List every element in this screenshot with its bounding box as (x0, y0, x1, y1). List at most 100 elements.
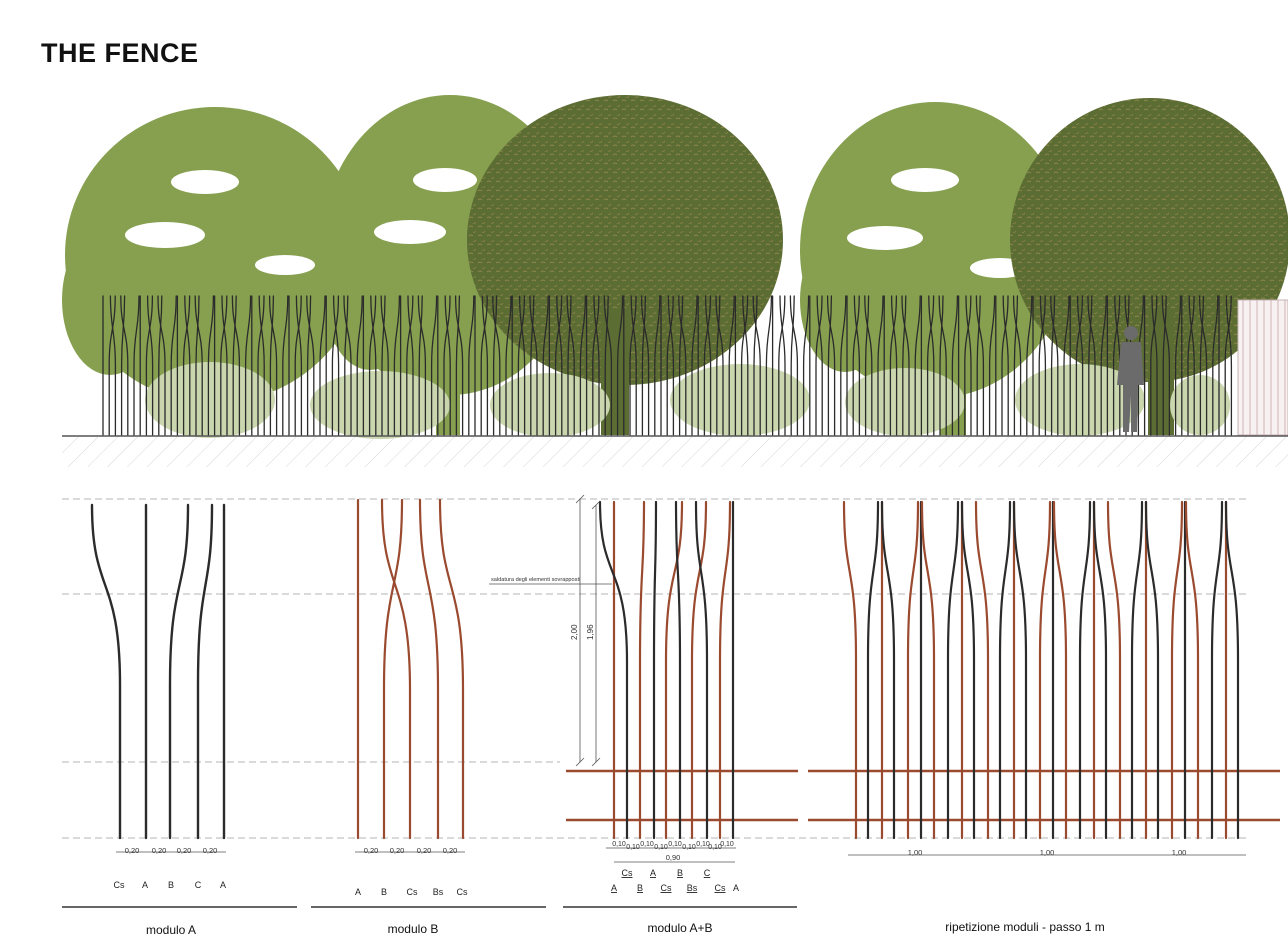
elevation-rod (146, 295, 154, 436)
module-a-rod (168, 503, 190, 840)
elevation-rod (815, 295, 823, 436)
elevation-rod (393, 295, 401, 436)
elevation-rod (1002, 295, 1009, 436)
elevation-rod (988, 295, 996, 436)
elevation-rod (742, 295, 749, 436)
height-total-label: 2,00 (570, 624, 579, 640)
elevation-rod (902, 295, 907, 436)
horizontal-rails (566, 769, 1280, 822)
elevation-rod (1187, 295, 1195, 436)
elevation-rod (1100, 295, 1107, 436)
spacing-label: 0,20 (203, 846, 218, 855)
elevation-rod (790, 295, 795, 436)
elevation-rod (157, 295, 166, 436)
elevation-rod (492, 295, 498, 436)
elevation-rod (753, 295, 758, 436)
elevation-fence (102, 295, 1233, 436)
height-dimensions: 2,00 1,96 saldatura degli elementi sovra… (489, 494, 612, 767)
elevation-rod (207, 295, 215, 436)
rod-type-label: B (168, 880, 174, 890)
spacing-label: 0,10 (626, 844, 640, 851)
elevation-rod (530, 295, 535, 436)
rod-type-label: A (611, 883, 617, 893)
elevation-rod (231, 295, 241, 436)
gate-panel (1237, 299, 1288, 436)
elevation-rod (1112, 295, 1121, 436)
elevation-rod (1174, 295, 1182, 436)
elevation-rod (1224, 295, 1232, 436)
rod-type-label: A (355, 887, 361, 897)
elevation-rod (779, 295, 786, 436)
repeat-rod (866, 500, 880, 840)
elevation-rod (840, 295, 847, 436)
spacing-label: 0,20 (417, 846, 432, 855)
elevation-rod (715, 295, 724, 436)
spacing-label: 0,10 (654, 844, 668, 851)
elevation-rod (380, 295, 389, 436)
elevation-rod (1012, 295, 1022, 436)
spacing-label: 0,10 (668, 841, 682, 848)
elevation-rod (667, 295, 675, 436)
total-width-label: 0,90 (666, 853, 681, 862)
elevation-rod (1161, 295, 1171, 436)
elevation-rod (901, 295, 910, 436)
elevation-rod (965, 295, 972, 436)
elevation-rod (964, 295, 972, 436)
elevation-rod (603, 295, 613, 436)
module-a-rods (90, 503, 226, 840)
elevation-rod (641, 295, 647, 436)
elevation-rod (566, 295, 575, 436)
module-ab-rod (674, 500, 682, 840)
repeat-rod (906, 500, 920, 840)
repeat-rod (998, 500, 1012, 840)
elevation-rod (1151, 295, 1158, 436)
module-ab-rod (690, 500, 708, 840)
module-b-caption: modulo B (388, 922, 439, 936)
rod-type-label: A (142, 880, 148, 890)
elevation-rod (1188, 295, 1195, 436)
elevation-rod (430, 295, 438, 436)
elevation-rod (691, 295, 698, 436)
spacing-label: 0,20 (177, 846, 192, 855)
elevation-rod (444, 295, 451, 436)
elevation-rod (716, 295, 721, 436)
elevation-rod (826, 295, 836, 436)
repeat-rod (1184, 500, 1200, 840)
elevation-rod (257, 295, 265, 436)
repeat-rod (1130, 500, 1144, 840)
repeat-rod (1078, 500, 1092, 840)
pitch-label: 1,00 (1172, 848, 1187, 857)
elevation-rod (1039, 295, 1047, 436)
elevation-rod (939, 295, 944, 436)
rod-type-labels: Cs A B C A A B Cs Bs Cs Cs A B C A B Cs … (114, 868, 740, 897)
elevation-rod (678, 295, 684, 436)
elevation-rod (853, 295, 861, 436)
elevation-rod (1038, 295, 1046, 436)
elevation-rod (1063, 295, 1070, 436)
elevation-rod (518, 295, 526, 436)
spacing-label: 0,20 (364, 846, 379, 855)
spacing-label: 0,20 (390, 846, 405, 855)
elevation-rod (221, 295, 228, 436)
elevation-rod (629, 295, 637, 436)
elevation-rod (604, 295, 609, 436)
elevation-rod (914, 295, 921, 436)
elevation-rod (443, 295, 451, 436)
elevation-rod (703, 295, 712, 436)
module-a-rod (196, 503, 214, 840)
elevation-rod (170, 295, 177, 436)
ground (62, 435, 1288, 467)
elevation-rod (120, 295, 129, 436)
elevation-rod (268, 295, 278, 436)
elevation-rod (282, 295, 289, 436)
elevation-rod (926, 295, 935, 436)
module-ab-rod (598, 500, 629, 840)
elevation-rod (852, 295, 860, 436)
elevation-rod (108, 295, 116, 436)
spacing-label: 0,10 (682, 844, 696, 851)
elevation-rod (220, 295, 228, 436)
elevation-rod (417, 295, 427, 436)
rod-type-label: B (677, 868, 683, 878)
module-ab-rod (664, 500, 684, 840)
elevation-rod (654, 295, 661, 436)
